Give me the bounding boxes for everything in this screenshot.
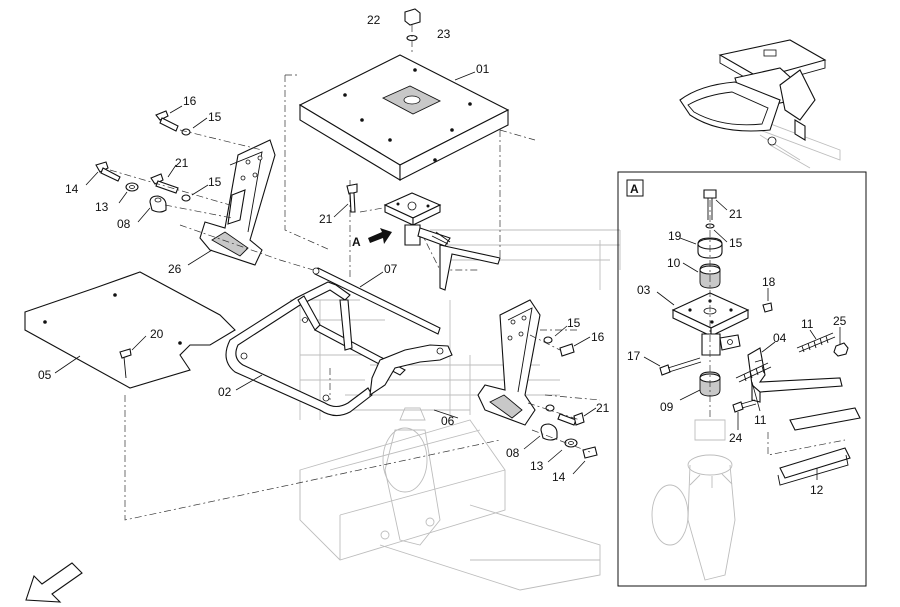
inset-bolt-21[interactable]: [703, 189, 717, 199]
inset-plate-03[interactable]: [671, 292, 750, 356]
callout-13: 13: [530, 459, 544, 473]
part-16-15-bolt-washer-upper[interactable]: [155, 110, 263, 151]
callout-16: 16: [183, 94, 197, 108]
inset-callout-15: 15: [729, 236, 743, 250]
inset-callout-11: 11: [801, 317, 814, 331]
inset-callout-04: 04: [773, 331, 787, 345]
inset-callout-11: 11: [754, 413, 767, 427]
callout-02: 02: [218, 385, 232, 399]
callout-05: 05: [38, 368, 52, 382]
callout-21: 21: [596, 401, 610, 415]
callout-21: 21: [319, 212, 333, 226]
callout-20: 20: [150, 327, 164, 341]
callout-08: 08: [506, 446, 520, 460]
callout-15: 15: [208, 175, 222, 189]
callout-15: 15: [208, 110, 222, 124]
part-right-bracket[interactable]: [477, 299, 541, 426]
part-05-floor-mat[interactable]: [24, 271, 236, 389]
callout-26: 26: [168, 262, 182, 276]
callout-21: 21: [175, 156, 189, 170]
callout-labels: 22 23 01 16 15 21 14 13 15 08 21 26 07 2…: [38, 13, 847, 497]
part-14-13-08-21-hardware-left[interactable]: [95, 161, 233, 219]
inset-callout-03: 03: [637, 283, 651, 297]
mini-overview-assembly: [679, 39, 841, 169]
callout-06: 06: [441, 414, 455, 428]
part-07-rod[interactable]: [312, 267, 441, 335]
inset-callout-10: 10: [667, 256, 681, 270]
direction-arrow-icon: [25, 562, 83, 603]
callout-14: 14: [552, 470, 566, 484]
inset-label: A: [630, 182, 639, 196]
inset-callout-24: 24: [729, 431, 743, 445]
inset-callout-09: 09: [660, 400, 674, 414]
leader-lines: [54, 71, 841, 480]
part-22-23-nut-washer[interactable]: [404, 8, 421, 55]
inset-screw-18[interactable]: [762, 302, 773, 313]
part-21-bolt-center[interactable]: [346, 183, 358, 213]
callout-14: 14: [65, 182, 79, 196]
inset-ghost-pedal: [651, 419, 736, 581]
inset-spring-11-bottom[interactable]: [735, 362, 772, 383]
inset-callout-21: 21: [729, 207, 743, 221]
inset-rubber-strip-12[interactable]: [779, 447, 851, 479]
inset-bolt-24[interactable]: [732, 401, 744, 413]
part-20-bolt[interactable]: [119, 348, 132, 379]
callout-13: 13: [95, 200, 109, 214]
center-mount-bracket[interactable]: [383, 192, 501, 291]
inset-nut-25[interactable]: [833, 342, 849, 357]
callout-16: 16: [591, 330, 605, 344]
inset-callout-17: 17: [627, 349, 641, 363]
inset-bolt-17[interactable]: [659, 364, 671, 376]
part-15-16-21-08-13-14-hardware-right[interactable]: [527, 334, 598, 459]
callout-01: 01: [476, 62, 490, 76]
callout-15: 15: [567, 316, 581, 330]
inset-callout-19: 19: [668, 229, 682, 243]
callout-07: 07: [384, 262, 398, 276]
part-01-top-plate[interactable]: [298, 54, 510, 181]
inset-lever-04[interactable]: [747, 347, 843, 403]
inset-callout-12: 12: [810, 483, 824, 497]
inset-callout-18: 18: [762, 275, 776, 289]
callout-22: 22: [367, 13, 381, 27]
inset-callout-25: 25: [833, 314, 847, 328]
part-26-bracket[interactable]: [199, 139, 276, 266]
view-arrow-a: A: [352, 228, 392, 249]
part-02-guard-frame[interactable]: [225, 281, 453, 417]
inset-spring-11-top[interactable]: [796, 332, 836, 353]
callout-23: 23: [437, 27, 451, 41]
callout-08: 08: [117, 217, 131, 231]
view-arrow-label: A: [352, 235, 361, 249]
inset-rubber-strip-upper[interactable]: [789, 407, 861, 431]
inset-detail-a: A: [617, 171, 867, 587]
